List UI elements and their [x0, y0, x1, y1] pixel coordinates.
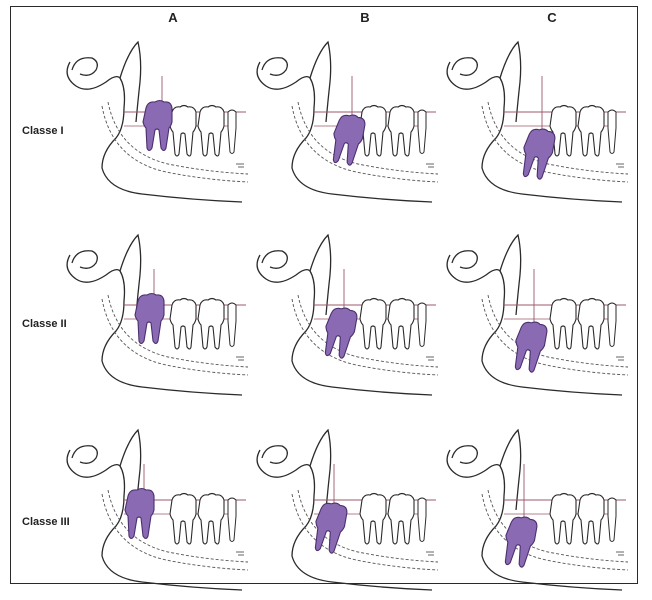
premolar: [418, 303, 426, 347]
premolar: [608, 110, 616, 154]
mandible-panel-ii-c: [430, 225, 630, 405]
coronoid-process: [500, 42, 521, 122]
mandible-panel-i-a: [50, 32, 250, 212]
mandible-panel-i-c: [430, 32, 630, 212]
third-molar: [329, 112, 366, 166]
second-molar: [550, 494, 576, 545]
column-label-b: B: [350, 10, 380, 25]
third-molar: [135, 294, 164, 344]
condyle: [72, 251, 97, 269]
condyle: [262, 251, 287, 269]
third-molar-shape: [511, 319, 548, 373]
condyle: [452, 58, 477, 76]
premolar: [228, 303, 236, 347]
first-molar: [578, 106, 604, 157]
mandible-panel-iii-a: [50, 420, 250, 600]
first-molar: [578, 494, 604, 545]
coronoid-process: [310, 42, 331, 122]
condyle: [72, 58, 97, 76]
second-molar: [170, 299, 196, 350]
third-molar: [501, 514, 538, 568]
second-molar: [170, 106, 196, 157]
column-label-c: C: [537, 10, 567, 25]
anterior-cut-mark: [616, 552, 624, 555]
first-molar: [198, 299, 224, 350]
third-molar: [519, 126, 556, 180]
premolar: [228, 110, 236, 154]
second-molar: [550, 299, 576, 350]
third-molar-shape: [135, 294, 164, 344]
coronoid-process: [500, 430, 521, 510]
third-molar: [143, 101, 172, 151]
mandible-panel-ii-b: [240, 225, 440, 405]
coronoid-process: [310, 235, 331, 315]
third-molar-shape: [519, 126, 556, 180]
condyle: [262, 58, 287, 76]
premolar: [418, 498, 426, 542]
first-molar: [578, 299, 604, 350]
premolar: [418, 110, 426, 154]
coronoid-process: [310, 430, 331, 510]
first-molar: [198, 494, 224, 545]
anterior-cut-mark: [616, 164, 624, 167]
condyle: [72, 446, 97, 464]
second-molar: [550, 106, 576, 157]
first-molar: [388, 494, 414, 545]
second-molar: [170, 494, 196, 545]
condyle: [452, 446, 477, 464]
third-molar-shape: [143, 101, 172, 151]
premolar: [608, 303, 616, 347]
premolar: [608, 498, 616, 542]
condyle: [452, 251, 477, 269]
third-molar-shape: [329, 112, 366, 166]
mandible-panel-ii-a: [50, 225, 250, 405]
anterior-cut-mark: [616, 357, 624, 360]
mandible-panel-i-b: [240, 32, 440, 212]
mandible-panel-iii-c: [430, 420, 630, 600]
second-molar: [360, 494, 386, 545]
third-molar-shape: [125, 489, 154, 539]
premolar: [228, 498, 236, 542]
third-molar: [125, 489, 154, 539]
third-molar: [511, 319, 548, 373]
first-molar: [388, 299, 414, 350]
third-molar: [311, 500, 348, 554]
coronoid-process: [500, 235, 521, 315]
first-molar: [388, 106, 414, 157]
third-molar-shape: [501, 514, 538, 568]
first-molar: [198, 106, 224, 157]
third-molar-shape: [311, 500, 348, 554]
mandible-panel-iii-b: [240, 420, 440, 600]
condyle: [262, 446, 287, 464]
second-molar: [360, 299, 386, 350]
coronoid-process: [120, 42, 141, 122]
column-label-a: A: [158, 10, 188, 25]
